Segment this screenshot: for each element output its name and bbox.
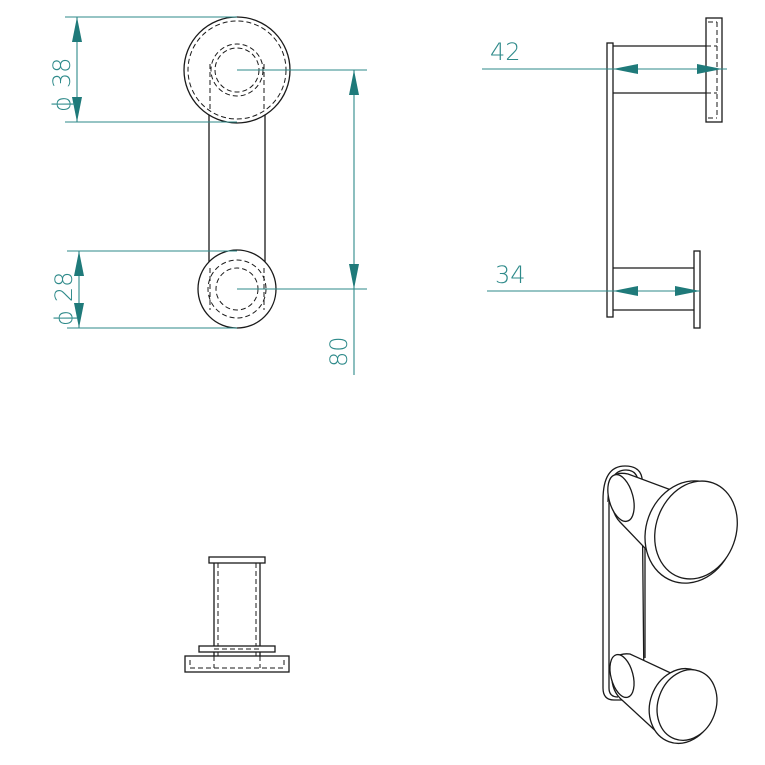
dim-value-34: 34	[495, 261, 526, 289]
dim-top-projection: 42	[482, 38, 727, 74]
top-view	[184, 556, 290, 673]
phi-symbol: ϕ	[50, 310, 78, 326]
dim-top-knob-diameter: ϕ 38	[48, 16, 237, 123]
svg-text:ϕ28: ϕ 28	[50, 272, 78, 326]
isometric-view	[602, 465, 738, 744]
dim-bottom-projection: 34	[487, 261, 700, 296]
phi-symbol: ϕ	[48, 96, 76, 112]
dim-value-80: 80	[325, 336, 353, 367]
svg-text:ϕ38: ϕ 38	[48, 58, 76, 112]
dim-bottom-knob-diameter: ϕ 28	[50, 250, 237, 329]
dim-value-38: 38	[48, 58, 76, 89]
dim-value-42: 42	[490, 38, 521, 66]
dim-center-distance: 80	[237, 69, 367, 375]
front-view: ϕ 38 ϕ 28 80	[48, 16, 367, 375]
dim-value-28: 28	[50, 272, 78, 303]
side-view: 42 34	[482, 17, 727, 329]
